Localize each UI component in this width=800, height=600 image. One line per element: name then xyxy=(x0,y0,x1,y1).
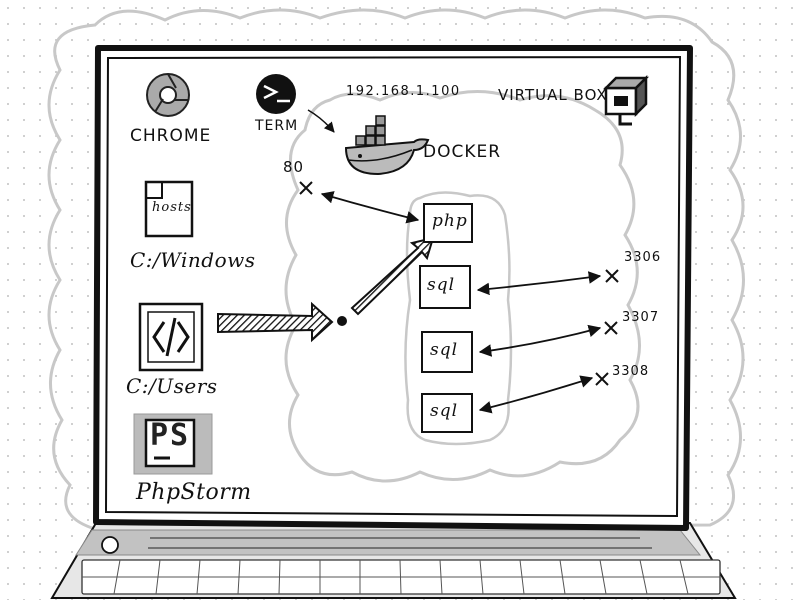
phpstorm-icon[interactable] xyxy=(133,413,213,475)
containers-region xyxy=(404,191,513,446)
container-php-label: php xyxy=(432,211,468,231)
port-3308-link xyxy=(478,375,594,414)
docker-label: DOCKER xyxy=(423,142,502,162)
phpstorm-logo-text: PS xyxy=(150,418,191,453)
port-3306-marker xyxy=(605,269,619,283)
virtualbox-icon[interactable] xyxy=(602,74,650,126)
chrome-icon[interactable] xyxy=(146,73,190,117)
term-label: TERM xyxy=(255,118,299,134)
power-button-icon[interactable] xyxy=(101,536,119,554)
port-3307-label: 3307 xyxy=(622,310,660,325)
port-3306-link xyxy=(476,271,602,296)
container-sql-1[interactable] xyxy=(419,265,471,309)
container-sql-3[interactable] xyxy=(421,393,473,433)
mount-arrow xyxy=(217,301,334,343)
container-sql-3-label: sql xyxy=(430,401,459,421)
port-3307-link xyxy=(478,324,602,357)
host-ip-label: 192.168.1.100 xyxy=(346,84,461,99)
docker-cloud-boundary xyxy=(284,90,641,483)
volume-node xyxy=(337,316,347,326)
host-cloud-boundary xyxy=(47,8,745,530)
terminal-icon[interactable] xyxy=(256,74,296,114)
container-sql-2[interactable] xyxy=(421,331,473,373)
document-icon[interactable] xyxy=(144,180,194,238)
code-file-icon[interactable] xyxy=(138,302,204,372)
container-sql-2-label: sql xyxy=(430,340,459,360)
port-3306-label: 3306 xyxy=(624,250,662,265)
virtualbox-label: VIRTUAL BOX xyxy=(498,86,608,104)
container-sql-1-label: sql xyxy=(427,275,456,295)
port-3308-label: 3308 xyxy=(612,364,650,379)
node-to-php-arrow xyxy=(350,236,435,316)
hosts-file-label: hosts xyxy=(152,200,192,215)
chrome-label: CHROME xyxy=(130,126,212,146)
port-80-label: 80 xyxy=(283,158,305,176)
users-path-label: C:/Users xyxy=(126,374,218,398)
docker-whale-icon[interactable] xyxy=(344,115,430,176)
windows-path-label: C:/Windows xyxy=(130,248,256,272)
container-php[interactable] xyxy=(423,203,473,243)
port-80-marker xyxy=(299,181,313,195)
port-3308-marker xyxy=(595,372,609,386)
phpstorm-label: PhpStorm xyxy=(136,480,252,505)
port-3307-marker xyxy=(604,321,618,335)
term-to-docker-arrow xyxy=(307,109,335,133)
laptop-keyboard xyxy=(50,522,737,599)
port-80-link xyxy=(320,191,420,224)
